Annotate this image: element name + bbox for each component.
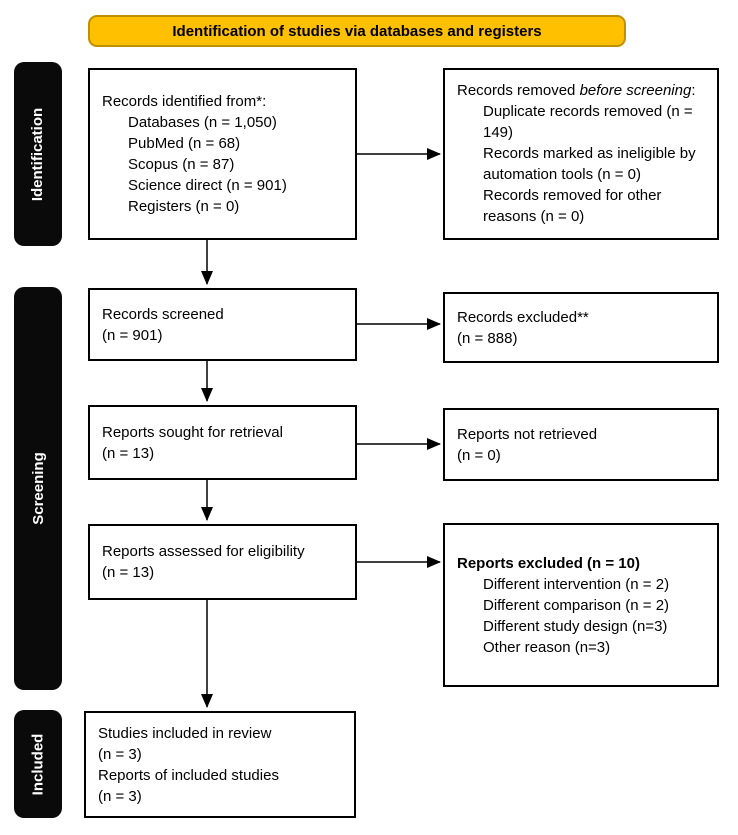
reports-assessed-count: (n = 13) xyxy=(102,564,155,581)
records-identified-item: Registers (n = 0) xyxy=(128,198,240,215)
studies-included-line: Studies included in review xyxy=(98,724,272,742)
box-studies-included: Studies included in review (n = 3) Repor… xyxy=(84,711,356,818)
records-excluded-count: (n = 888) xyxy=(457,329,518,347)
stage-label-identification-text: Identification xyxy=(29,107,47,201)
reports-excluded-heading: Reports excluded (n = 10) xyxy=(457,554,640,572)
reports-included-count: (n = 3) xyxy=(98,787,142,805)
banner-label: Identification of studies via databases … xyxy=(172,22,542,40)
box-reports-assessed: Reports assessed for eligibility (n = 13… xyxy=(88,524,357,600)
records-removed-item: Records marked as ineligible by automati… xyxy=(483,145,696,183)
stage-label-screening-text: Screening xyxy=(29,452,47,525)
records-excluded-line: Records excluded** xyxy=(457,308,589,326)
reports-excluded-item: Different intervention (n = 2) xyxy=(483,575,670,593)
records-removed-heading-italic: before screening xyxy=(579,82,692,99)
reports-sought-line: Reports sought for retrieval xyxy=(102,423,283,441)
box-reports-sought: Reports sought for retrieval (n = 13) xyxy=(88,405,357,480)
records-identified-item: Scopus (n = 87) xyxy=(128,156,235,173)
reports-excluded-item: Different study design (n=3) xyxy=(483,617,668,635)
records-screened-count: (n = 901) xyxy=(102,326,163,344)
records-removed-item: Records removed for other reasons (n = 0… xyxy=(483,187,662,225)
studies-included-count: (n = 3) xyxy=(98,745,142,763)
box-reports-excluded: Reports excluded (n = 10) Different inte… xyxy=(443,523,719,687)
box-reports-not-retrieved: Reports not retrieved (n = 0) xyxy=(443,408,719,481)
stage-label-included-text: Included xyxy=(29,733,47,795)
records-screened-line: Records screened xyxy=(102,305,224,323)
reports-excluded-item: Other reason (n=3) xyxy=(483,638,611,656)
banner-identification-via-databases: Identification of studies via databases … xyxy=(88,15,626,47)
stage-label-identification: Identification xyxy=(14,62,62,246)
records-identified-item: PubMed (n = 68) xyxy=(128,135,241,152)
records-identified-heading: Records identified from*: xyxy=(102,93,267,110)
box-records-screened: Records screened (n = 901) xyxy=(88,288,357,361)
records-identified-item: Databases (n = 1,050) xyxy=(128,114,277,131)
stage-label-included: Included xyxy=(14,710,62,818)
box-records-excluded: Records excluded** (n = 888) xyxy=(443,292,719,363)
stage-label-screening: Screening xyxy=(14,287,62,690)
reports-sought-count: (n = 13) xyxy=(102,444,155,462)
reports-assessed-line: Reports assessed for eligibility xyxy=(102,543,305,560)
records-identified-item: Science direct (n = 901) xyxy=(128,177,287,194)
records-removed-item: Duplicate records removed (n = 149) xyxy=(483,103,693,141)
reports-excluded-item: Different comparison (n = 2) xyxy=(483,596,670,614)
reports-not-retrieved-count: (n = 0) xyxy=(457,446,501,464)
reports-included-line: Reports of included studies xyxy=(98,766,279,784)
box-records-identified: Records identified from*: Databases (n =… xyxy=(88,68,357,240)
reports-not-retrieved-line: Reports not retrieved xyxy=(457,425,598,443)
records-removed-heading: Records removed before screening: xyxy=(457,82,696,99)
box-records-removed-before-screening: Records removed before screening: Duplic… xyxy=(443,68,719,240)
